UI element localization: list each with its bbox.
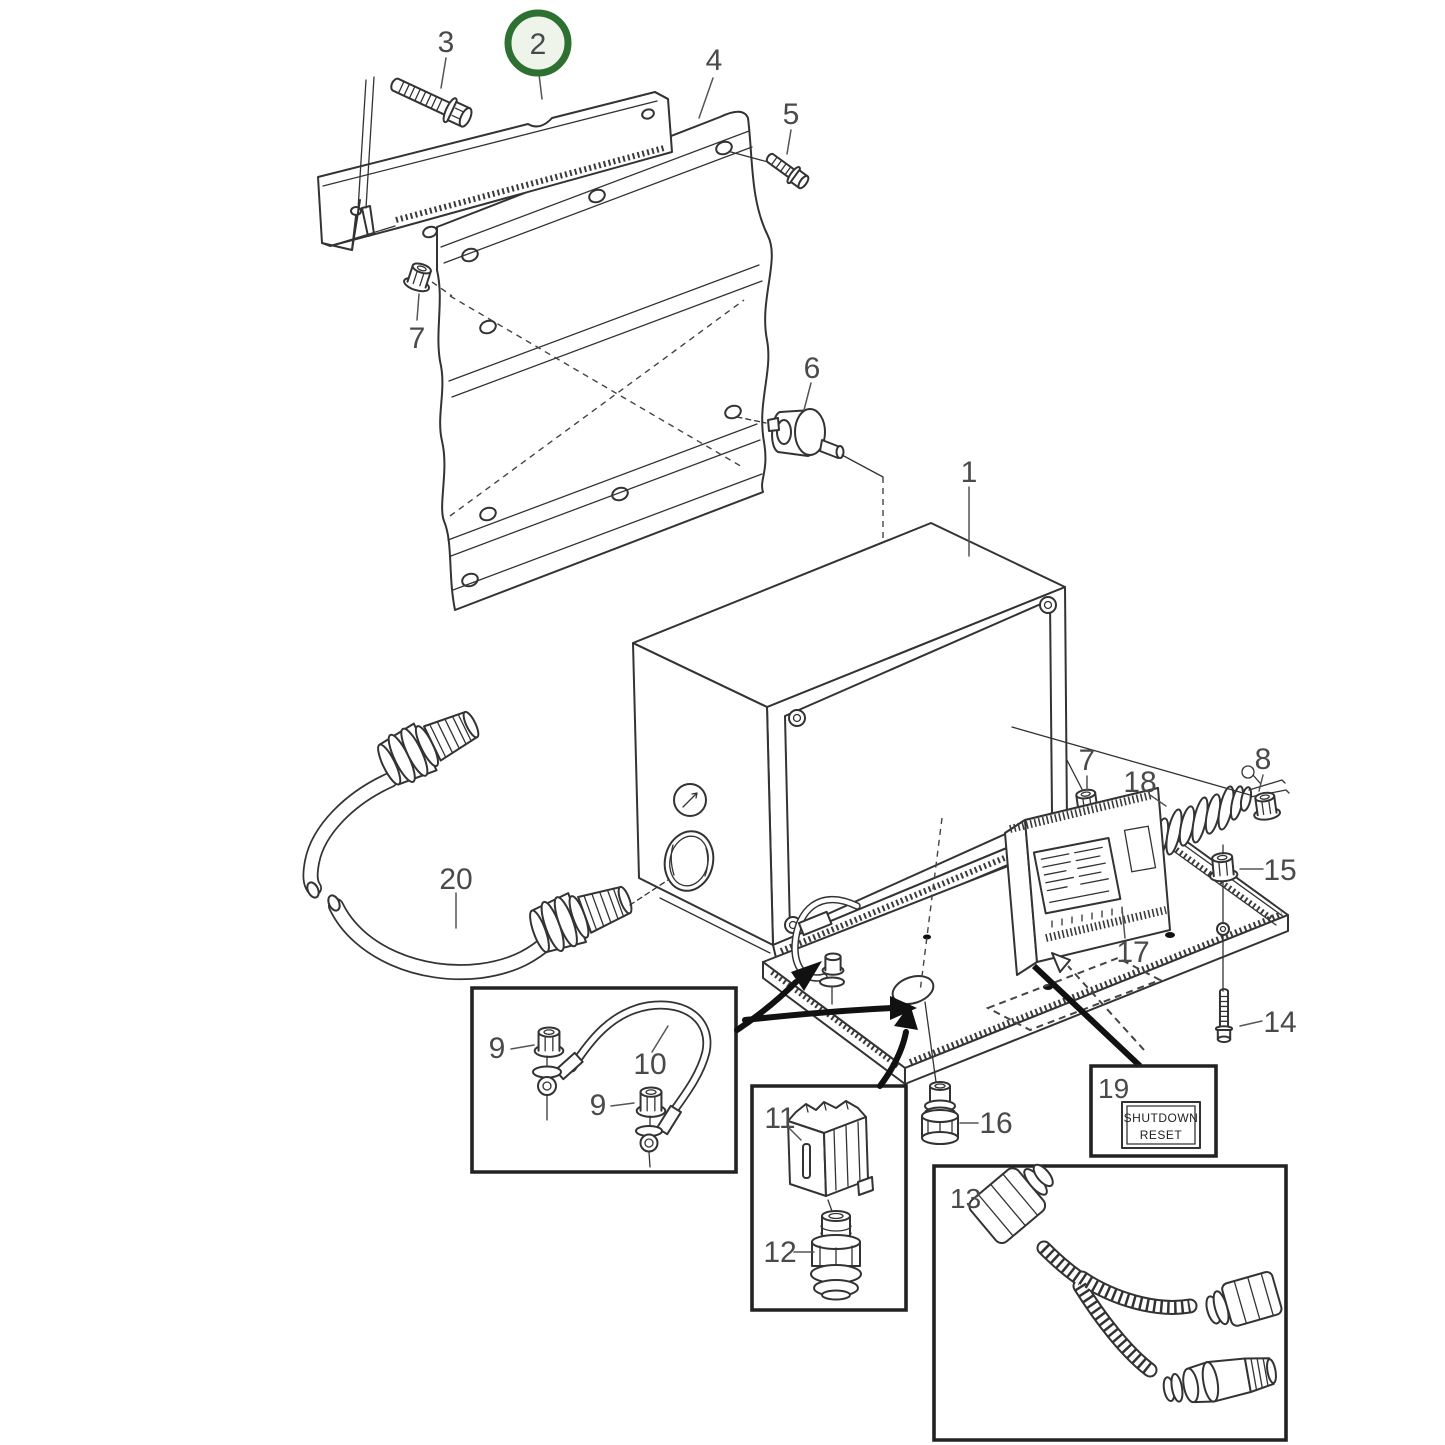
part-20-conduit <box>305 699 668 972</box>
part-14-screw <box>1216 989 1232 1042</box>
part-17-circuit-board <box>988 788 1170 1030</box>
part-label-13[interactable]: 13 <box>950 1183 981 1214</box>
part-15-flange-nut <box>1208 852 1238 882</box>
part-label-14[interactable]: 14 <box>1263 1006 1296 1039</box>
conduit-fitting-upper <box>372 699 486 790</box>
part-label-18[interactable]: 18 <box>1123 766 1156 799</box>
alignment-centerline-2 <box>920 818 942 992</box>
part-9-nut-b <box>637 1087 666 1116</box>
part-label-10[interactable]: 10 <box>633 1048 666 1081</box>
y-cable-connector-branch1 <box>1202 1271 1283 1333</box>
part-label-3[interactable]: 3 <box>438 26 455 59</box>
part-5-screw <box>762 149 811 192</box>
plate-holes <box>460 140 742 589</box>
decal-line-1: SHUTDOWN <box>1124 1111 1199 1125</box>
y-cable-connector-branch2 <box>1161 1351 1279 1410</box>
screw-alignment-line <box>731 152 768 162</box>
part-6-spacer <box>737 409 883 477</box>
inset-box-ground-cable <box>472 988 736 1172</box>
part-label-4[interactable]: 4 <box>706 44 723 77</box>
part-label-11[interactable]: 11 <box>764 1102 795 1135</box>
part-label-19[interactable]: 19 <box>1098 1073 1129 1104</box>
inset-box-y-cable <box>934 1151 1286 1440</box>
selected-part-callout[interactable]: 2 <box>508 13 568 99</box>
part-1-junction-box <box>633 523 1085 962</box>
part-label-1[interactable]: 1 <box>961 456 978 489</box>
part-16-gland-nut <box>922 1082 958 1144</box>
gland-16-axis <box>925 1002 936 1082</box>
y-cable-connector-main <box>966 1151 1065 1246</box>
part-label-16[interactable]: 16 <box>979 1107 1012 1140</box>
part-label-15[interactable]: 15 <box>1263 854 1296 887</box>
part-label-7a[interactable]: 7 <box>409 322 426 355</box>
part-11-relay <box>788 1101 873 1196</box>
inset-b-arrow <box>880 1004 918 1086</box>
part-label-9a[interactable]: 9 <box>489 1032 506 1065</box>
nut-8-axis-line <box>1012 727 1250 795</box>
inset-a-arrows <box>737 961 917 1030</box>
part-3-hex-bolt <box>387 71 475 131</box>
part-label-6[interactable]: 6 <box>804 352 821 385</box>
conduit-fitting-lower <box>525 874 638 958</box>
part-label-20[interactable]: 20 <box>439 863 472 896</box>
part-2-bracket-rail <box>318 92 672 250</box>
part-label-8[interactable]: 8 <box>1255 743 1272 776</box>
part-4-mounting-plate <box>437 112 772 610</box>
gauge-knockout <box>674 784 706 816</box>
part-8-flange-nut <box>1251 791 1280 821</box>
part-9-nut-a <box>535 1027 564 1056</box>
part-label-5[interactable]: 5 <box>783 98 800 131</box>
part-label-12[interactable]: 12 <box>763 1236 796 1269</box>
part-label-9b[interactable]: 9 <box>590 1089 607 1122</box>
part-7-flange-nut-upper <box>402 260 435 293</box>
part-12-cable-gland <box>811 1211 861 1300</box>
leader-lines <box>417 58 1263 1252</box>
part-label-7b[interactable]: 7 <box>1079 744 1096 777</box>
part-number-labels: 3 4 5 7 6 1 20 7 18 8 15 17 14 9 10 9 11… <box>409 26 1297 1269</box>
nut-alignment-dash <box>432 282 452 296</box>
board-position-arrow <box>1052 953 1144 1050</box>
decal-line-2: RESET <box>1140 1128 1183 1142</box>
part-label-17[interactable]: 17 <box>1116 936 1149 969</box>
part-label-2[interactable]: 2 <box>530 28 547 61</box>
bolt-guide-line <box>358 80 366 210</box>
inset-box-relay <box>752 1086 906 1310</box>
part-19-decal-box: SHUTDOWN RESET <box>1034 966 1216 1156</box>
bolt-guide-line <box>366 77 374 208</box>
threaded-hole <box>659 827 718 896</box>
